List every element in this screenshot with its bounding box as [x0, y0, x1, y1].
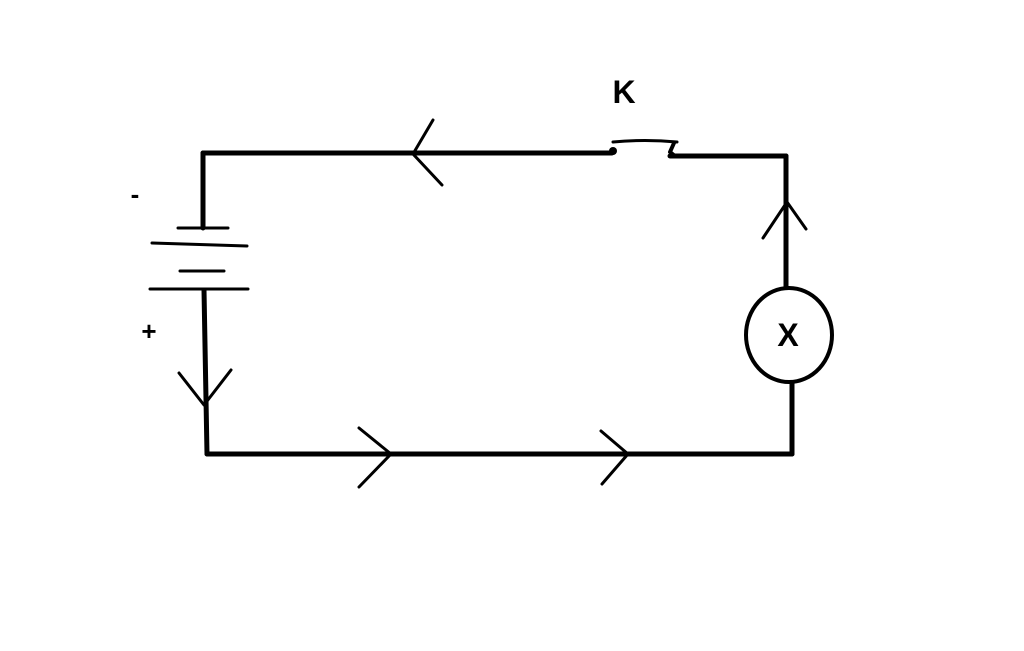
current-arrow-top [411, 118, 444, 187]
current-arrow-right [761, 200, 808, 240]
battery-negative-label: - [131, 179, 140, 209]
switch-contact-left [609, 147, 617, 155]
battery-positive-label: + [141, 316, 156, 346]
wire-left-lower [201, 287, 210, 457]
switch-lever [611, 139, 679, 144]
current-arrow-left [177, 368, 233, 407]
device-x-ring [744, 286, 834, 384]
current-arrow-bottom-1 [357, 426, 393, 489]
battery-plate-2 [150, 241, 249, 248]
device-label: X [777, 317, 799, 353]
switch-label: K [612, 74, 635, 110]
battery [148, 226, 250, 291]
current-arrow-bottom-2 [599, 429, 630, 486]
switch-k [609, 139, 679, 158]
